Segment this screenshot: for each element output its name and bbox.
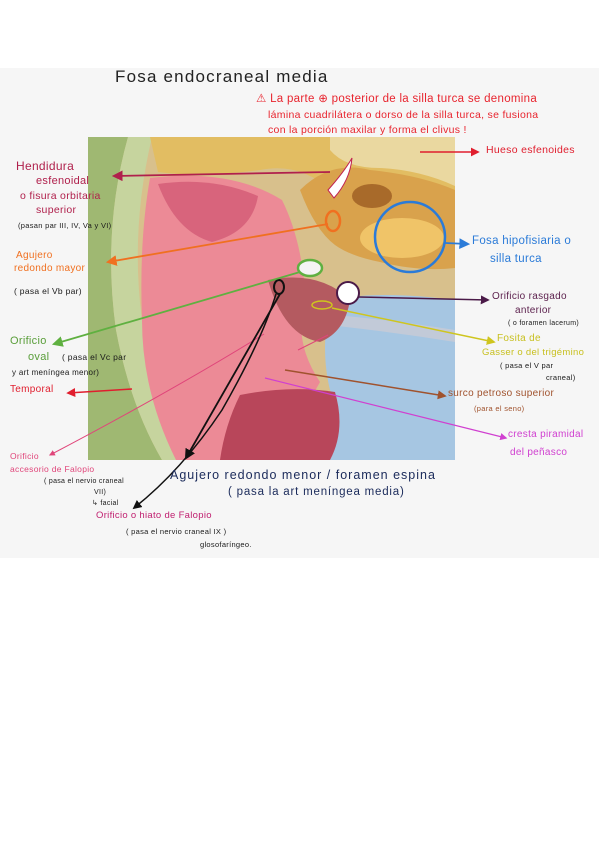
fosa-hipofisiaria-marker — [373, 200, 447, 274]
label-rasgado-line-1: Orificio rasgado — [492, 291, 567, 302]
label-cresta-line-2: del peñasco — [510, 447, 568, 458]
foramina-area — [268, 277, 350, 342]
agujero-redondo-menor-arrow — [184, 293, 281, 460]
label-accesorio-note-1: ( pasa el nervio craneal — [44, 478, 124, 485]
fosa-hipofisiaria-arrow — [444, 238, 471, 250]
lower-temporal-dark — [220, 389, 340, 460]
label-gasser-line-1: Fosita de — [497, 333, 541, 344]
label-agujero-mayor-note: ( pasa el Vb par) — [14, 286, 82, 296]
fissure-highlight — [327, 157, 353, 199]
cresta-piramidal-arrow — [264, 377, 508, 441]
orificio-oval-marker — [296, 258, 324, 278]
label-oval-line-2: oval — [28, 351, 50, 363]
label-oval-note-2: y art meníngea menor) — [12, 368, 100, 377]
label-gasser-note-2: craneal) — [546, 373, 576, 382]
label-accesorio-note-3: ↳ facial — [92, 500, 119, 507]
label-agujero-redondo-menor-note: ( pasa la art meníngea media) — [228, 486, 405, 498]
label-hiato-falopio: Orificio o hiato de Falopio — [96, 510, 212, 521]
label-surco-petroso: surco petroso superior — [448, 388, 555, 399]
label-rasgado-line-2: anterior — [515, 305, 552, 316]
label-rasgado-note: ( o foramen lacerum) — [508, 320, 579, 327]
label-hueso-esfenoides: Hueso esfenoides — [486, 144, 575, 156]
orificio-rasgado-arrow — [358, 295, 490, 305]
label-hendidura-line-2: esfenoidal — [36, 175, 90, 187]
agujero-redondo-mayor-arrow — [105, 223, 329, 266]
label-hendidura-note: (pasan par III, IV, Va y VI) — [18, 221, 112, 230]
dorsum-sellae — [360, 218, 444, 258]
note-line-3: con la porción maxilar y forma el clivus… — [268, 124, 467, 136]
fosita-gasser-arrow — [331, 307, 496, 345]
temporal-arrow — [66, 388, 133, 398]
orificio-oval-arrow — [51, 271, 301, 347]
fosita-gasser-marker — [311, 300, 333, 310]
temporal-region — [141, 175, 320, 460]
orificio-accesorio-arrow — [48, 333, 265, 456]
label-accesorio-line-2: accesorio de Falopio — [10, 464, 95, 474]
label-accesorio-line-1: Orificio — [10, 451, 39, 461]
label-oval-note-1: ( pasa el Vc par — [62, 352, 127, 362]
sella-top-beige — [330, 137, 455, 186]
label-temporal: Temporal — [10, 384, 54, 395]
label-gasser-note-1: ( pasa el V par — [500, 361, 554, 370]
label-agujero-mayor-line-1: Agujero — [16, 250, 53, 261]
label-surco-petroso-note: (para el seno) — [474, 404, 525, 413]
label-hendidura-line-4: superior — [36, 204, 77, 216]
cranial-wall-outer — [88, 137, 162, 460]
label-agujero-redondo-menor: Agujero redondo menor / foramen espina — [170, 468, 436, 482]
label-oval-line-1: Orificio — [10, 335, 47, 347]
pink-detail-stroke — [297, 334, 329, 351]
greater-wing-shade — [158, 181, 258, 242]
surco-petroso-arrow — [284, 369, 447, 400]
note-line-1: ⚠ La parte ⊕ posterior de la silla turca… — [256, 93, 538, 105]
label-hiato-falopio-note-1: ( pasa el nervio craneal IX ) — [126, 527, 227, 536]
hiato-falopio-arrow — [132, 293, 277, 510]
cranial-wall-inner — [111, 137, 188, 460]
label-agujero-mayor-line-2: redondo mayor — [14, 263, 86, 274]
hendidura-arrow — [111, 170, 331, 182]
note-line-2: lámina cuadrilátera o dorso de la silla … — [268, 109, 539, 121]
label-fosa-hipofisiaria-line-2: silla turca — [490, 253, 542, 265]
agujero-redondo-mayor-marker — [324, 209, 342, 233]
label-cresta-line-1: cresta piramidal — [508, 429, 584, 440]
orificio-rasgado-marker — [336, 281, 360, 305]
page-title: Fosa endocraneal media — [115, 67, 329, 86]
sella-shadow — [352, 184, 392, 208]
label-hiato-falopio-note-2: glosofaríngeo. — [200, 540, 252, 549]
label-fosa-hipofisiaria-line-1: Fosa hipofisiaria o — [472, 235, 572, 247]
label-gasser-line-2: Gasser o del trigémino — [482, 347, 585, 358]
label-hendidura-line-3: o fisura orbitaria — [20, 190, 101, 202]
label-hendidura-line-1: Hendidura — [16, 159, 75, 173]
label-accesorio-note-2: VII) — [94, 489, 107, 496]
